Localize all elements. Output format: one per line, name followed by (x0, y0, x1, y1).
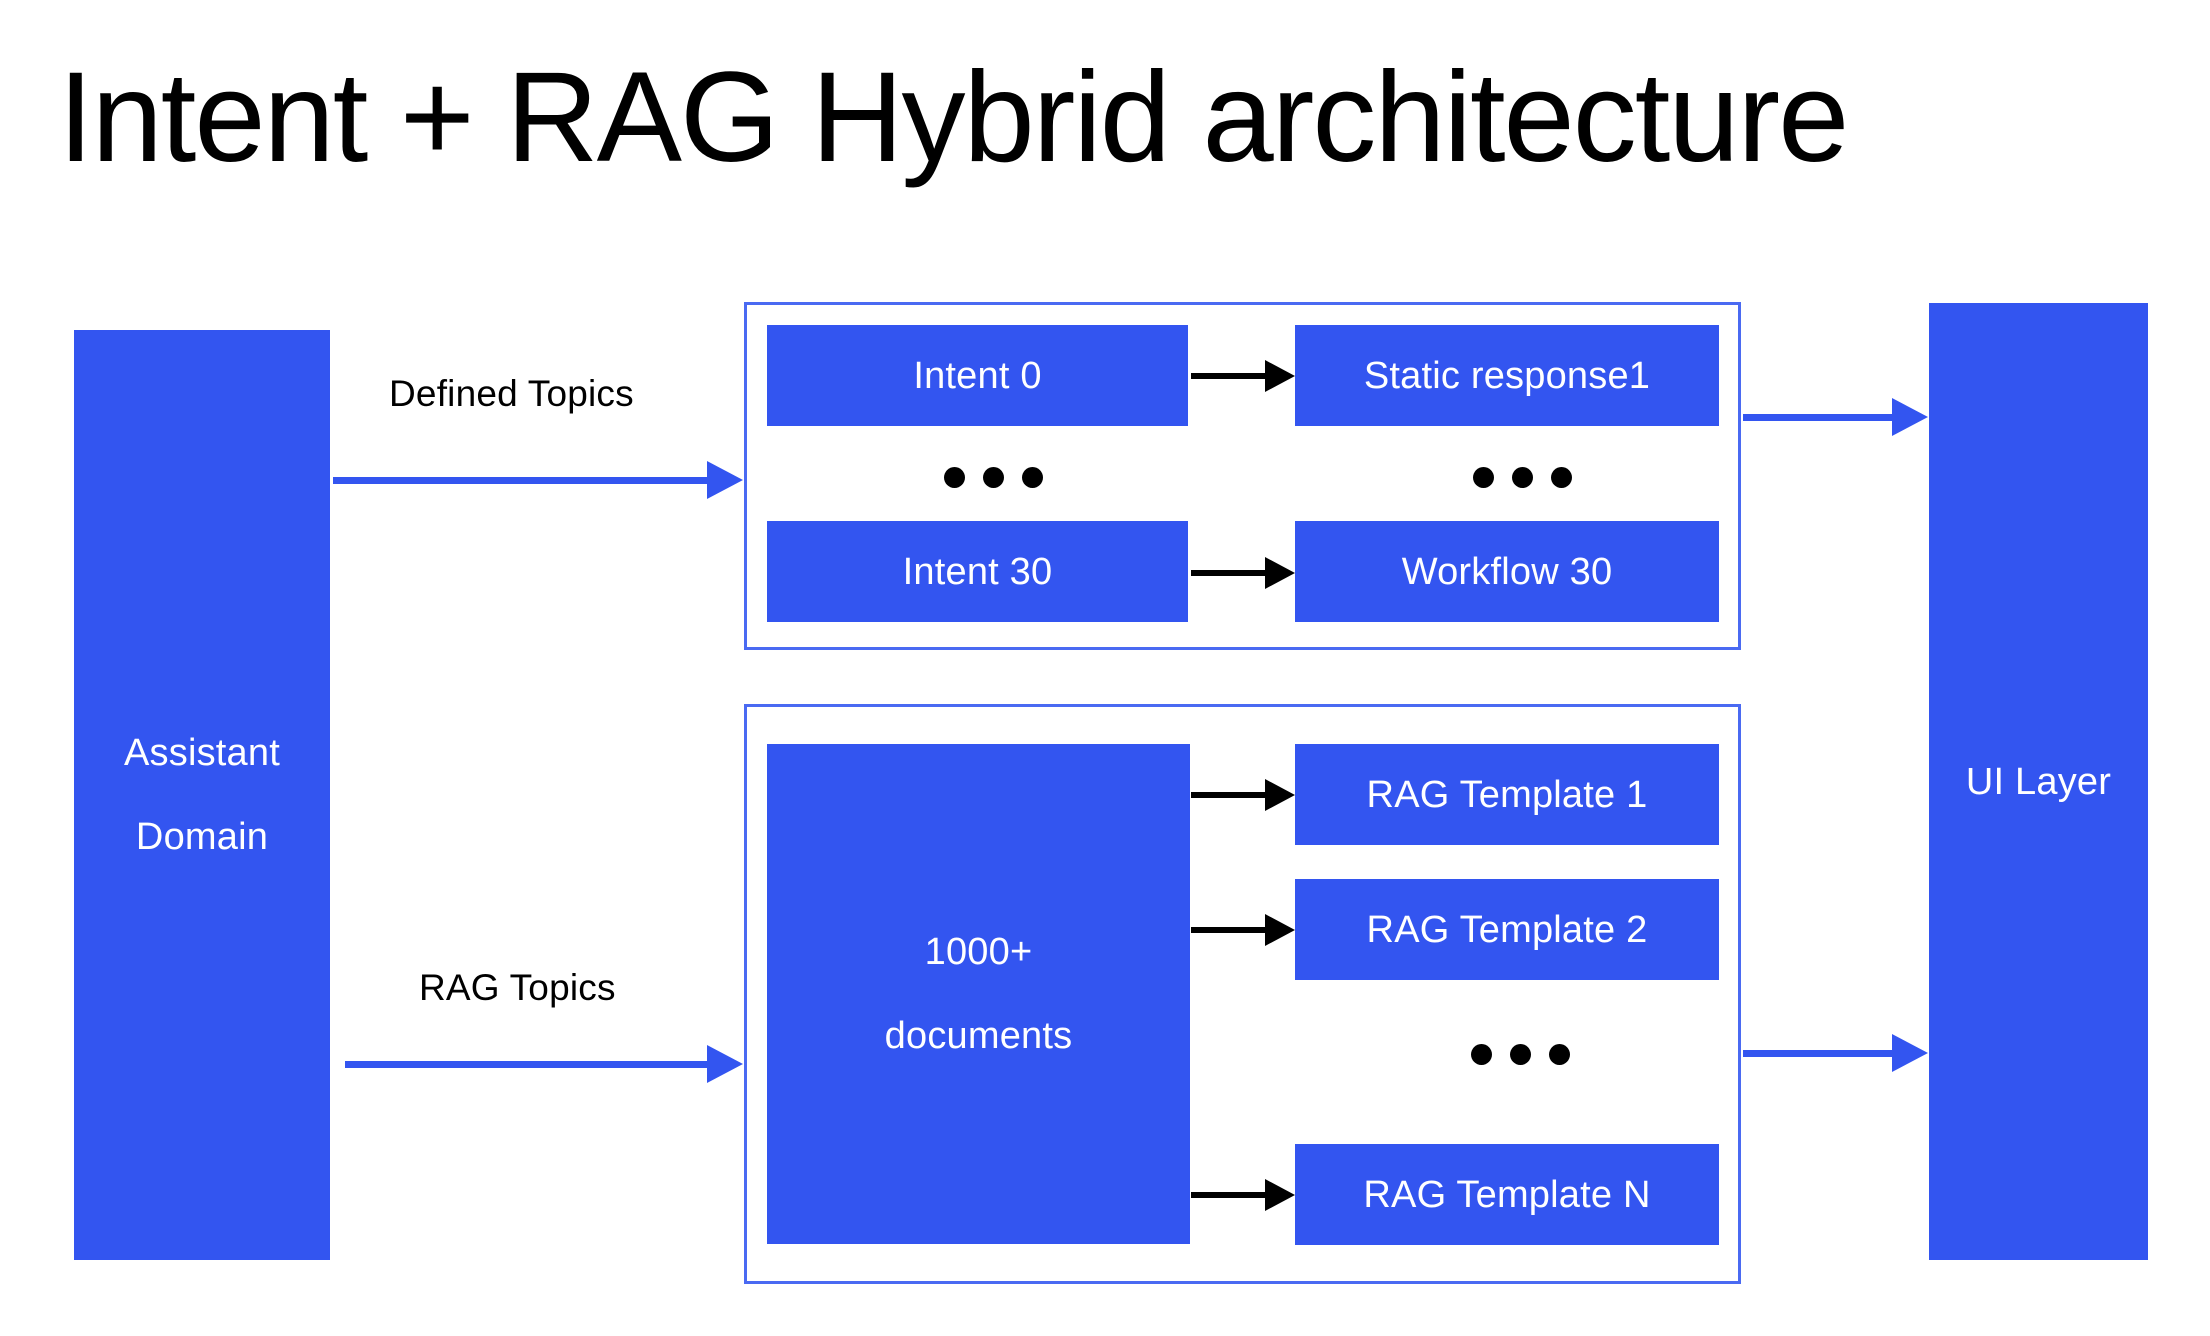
arrow-intent30-to-workflow30 (1191, 557, 1295, 589)
arrow-documents-to-rag-template-n (1191, 1179, 1295, 1211)
arrow-assistant-to-rag-group (345, 1045, 744, 1083)
node-intent-0[interactable]: Intent 0 (767, 325, 1188, 426)
node-ui-layer[interactable]: UI Layer (1929, 303, 2148, 1260)
node-rag-template-2[interactable]: RAG Template 2 (1295, 879, 1719, 980)
node-static-response-1-label: Static response1 (1363, 354, 1651, 397)
arrow-documents-to-rag-template-1 (1191, 779, 1295, 811)
node-workflow-30[interactable]: Workflow 30 (1295, 521, 1719, 622)
arrow-assistant-to-intent-group (333, 461, 744, 499)
node-rag-template-2-label: RAG Template 2 (1366, 908, 1648, 951)
node-intent-30[interactable]: Intent 30 (767, 521, 1188, 622)
rag-group-ellipsis (1471, 1044, 1570, 1065)
arrow-documents-to-rag-template-2 (1191, 914, 1295, 946)
intent-group-ellipsis-left (944, 467, 1043, 488)
node-workflow-30-label: Workflow 30 (1401, 550, 1613, 593)
node-rag-template-1[interactable]: RAG Template 1 (1295, 744, 1719, 845)
edge-label-rag-topics: RAG Topics (419, 967, 616, 1008)
node-ui-layer-label: UI Layer (1965, 760, 2112, 803)
node-assistant-domain-line2: Domain (135, 816, 269, 858)
edge-label-defined-topics: Defined Topics (389, 373, 634, 414)
node-rag-template-n-label: RAG Template N (1363, 1173, 1651, 1216)
rag-group-container (744, 704, 1741, 1284)
arrow-intent0-to-static-response1 (1191, 360, 1295, 392)
intent-group-ellipsis-right (1473, 467, 1572, 488)
node-rag-template-n[interactable]: RAG Template N (1295, 1144, 1719, 1245)
arrow-rag-group-to-ui-layer (1743, 1034, 1929, 1072)
node-documents[interactable]: 1000+ documents (767, 744, 1190, 1244)
node-rag-template-1-label: RAG Template 1 (1366, 773, 1648, 816)
node-intent-30-label: Intent 30 (902, 550, 1053, 593)
intent-group-container (744, 302, 1741, 650)
page-title: Intent + RAG Hybrid architecture (58, 46, 1849, 189)
node-intent-0-label: Intent 0 (913, 354, 1042, 397)
node-documents-line2: documents (884, 1015, 1073, 1057)
node-assistant-domain-line1: Assistant (124, 732, 280, 774)
node-static-response-1[interactable]: Static response1 (1295, 325, 1719, 426)
node-assistant-domain[interactable]: Assistant Domain (74, 330, 330, 1260)
node-documents-line1: 1000+ (924, 931, 1033, 973)
arrow-intent-group-to-ui-layer (1743, 398, 1929, 436)
